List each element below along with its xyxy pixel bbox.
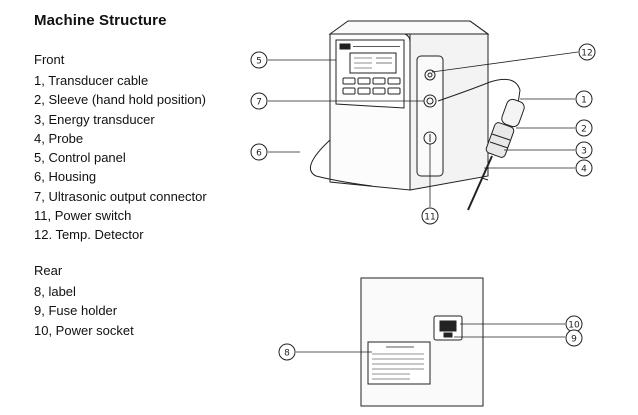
svg-text:9: 9 (571, 335, 577, 345)
callout-8: 8 (278, 343, 296, 361)
svg-text:5: 5 (256, 57, 262, 67)
control-panel (335, 39, 405, 109)
housing-rear (360, 277, 484, 407)
callout-6: 6 (250, 143, 268, 161)
housing-cable (309, 139, 373, 187)
front-heading: Front (34, 52, 65, 67)
svg-text:8: 8 (284, 349, 290, 359)
callout-12: 12 (578, 43, 596, 61)
rear-item-10: 10, Power socket (34, 322, 134, 338)
callout-5: 5 (250, 51, 268, 69)
transducer-handpiece (437, 78, 525, 211)
leader-lines (268, 51, 579, 353)
diagram-title: Machine Structure (34, 12, 167, 29)
svg-text:10: 10 (568, 321, 580, 331)
front-item-7: 7, Ultrasonic output connector (34, 188, 207, 204)
callout-11: 11 (421, 207, 439, 225)
callout-2: 2 (575, 119, 593, 137)
front-item-6: 6, Housing (34, 169, 97, 185)
rear-heading: Rear (34, 263, 63, 278)
front-legend: Front 1, Transducer cable 2, Sleeve (han… (34, 52, 207, 245)
callout-1: 1 (575, 90, 593, 108)
front-item-5: 5, Control panel (34, 150, 126, 166)
front-item-3: 3, Energy transducer (34, 111, 155, 127)
svg-text:1: 1 (581, 96, 587, 106)
front-item-2: 2, Sleeve (hand hold position) (34, 92, 207, 108)
rear-item-8: 8, label (34, 284, 76, 299)
callout-9: 9 (565, 329, 583, 347)
front-item-12: 12. Temp. Detector (34, 227, 144, 243)
callout-4: 4 (575, 159, 593, 177)
front-item-4: 4, Probe (34, 130, 84, 146)
rear-legend: Rear 8, label 9, Fuse holder 10, Power s… (34, 263, 134, 340)
svg-text:7: 7 (256, 98, 262, 108)
callout-7: 7 (250, 92, 268, 110)
svg-text:12: 12 (581, 49, 592, 59)
svg-text:11: 11 (424, 213, 435, 223)
front-item-1: 1, Transducer cable (34, 73, 149, 88)
svg-text:4: 4 (581, 165, 587, 175)
front-item-11: 11, Power switch (34, 208, 132, 224)
callout-3: 3 (575, 141, 593, 159)
svg-text:3: 3 (581, 147, 587, 157)
svg-text:6: 6 (256, 149, 262, 159)
svg-text:2: 2 (581, 125, 587, 135)
rear-item-9: 9, Fuse holder (34, 303, 118, 319)
